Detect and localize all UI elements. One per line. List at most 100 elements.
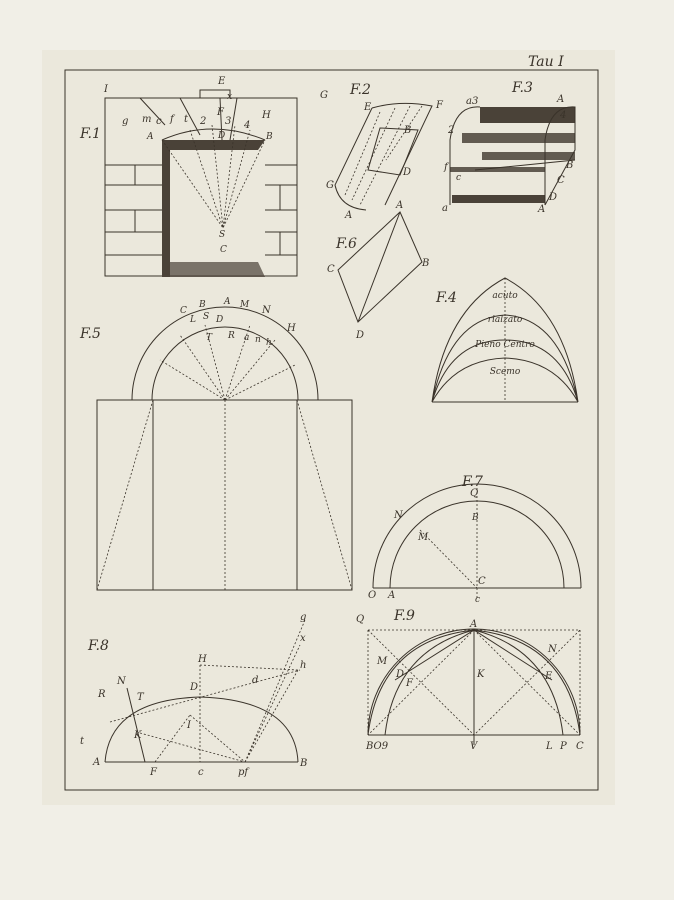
figure-label: acuto	[492, 291, 518, 301]
figure-label: c	[456, 173, 461, 183]
figure-label: 4	[243, 120, 250, 131]
figure-7: F.7 N M Q B C c O A	[368, 474, 582, 605]
figure-label: B	[265, 132, 273, 142]
figure-label: F.1	[79, 126, 101, 142]
figure-label: N	[393, 510, 404, 521]
figure-label: H	[261, 110, 271, 121]
figure-label: T	[206, 333, 213, 343]
figure-label: g	[300, 612, 306, 623]
figure-label: E	[544, 671, 553, 682]
figure-label: G	[320, 90, 328, 101]
figure-label: S	[219, 230, 225, 240]
figure-label: D	[189, 682, 198, 693]
figure-label: C	[557, 175, 565, 186]
figure-label: N	[116, 676, 127, 687]
figure-label: 4	[559, 110, 566, 121]
figure-label: B	[299, 758, 307, 769]
figure-label: A	[223, 297, 231, 307]
figure-label: D	[548, 192, 557, 203]
figure-label: P	[559, 741, 567, 752]
figure-label: M	[376, 656, 388, 667]
figure-label: g	[122, 116, 128, 127]
figure-label: B	[198, 300, 206, 310]
figure-label: D	[395, 669, 404, 680]
figure-label: N	[261, 305, 272, 316]
plate-title: Tau I	[528, 54, 564, 70]
figure-label: A	[387, 590, 395, 601]
figure-label: C	[327, 264, 335, 275]
figure-label: rialzato	[488, 315, 523, 325]
plate-paper	[42, 50, 615, 805]
figure-label: f	[443, 162, 450, 173]
figure-label: F.4	[435, 290, 457, 306]
figure-5: F.5 C B A M N H L S D T R a n h	[79, 297, 353, 591]
figure-label: F.8	[87, 638, 109, 654]
figure-label: F.9	[393, 608, 415, 624]
figure-label: Scemo	[490, 367, 521, 377]
figure-label: 2	[199, 116, 206, 127]
figure-label: t	[184, 114, 189, 125]
figure-label: C	[180, 306, 187, 316]
figure-label: a	[442, 203, 448, 214]
figure-label: H	[286, 323, 296, 334]
figure-label: K	[133, 730, 142, 741]
figure-6: F.6 A B C D	[327, 200, 429, 341]
figure-label: C	[478, 576, 486, 587]
figure-label: F	[405, 678, 414, 689]
figure-label: A	[537, 204, 545, 215]
figure-label: D	[215, 315, 223, 325]
figure-label: Q	[470, 488, 478, 499]
figure-label: F	[435, 100, 444, 111]
figure-label: V	[470, 741, 479, 752]
figure-label: F.7	[461, 474, 483, 490]
figure-label: G	[326, 180, 334, 191]
figure-label: O	[368, 590, 376, 601]
figure-2: F.2 E F B D G A	[326, 82, 444, 221]
figure-label: m	[142, 114, 151, 125]
figure-label: E	[217, 76, 226, 87]
figure-label: A	[556, 94, 564, 105]
figure-label: A	[92, 757, 100, 768]
figure-label: T	[137, 692, 145, 703]
figure-label: n	[255, 335, 261, 345]
figure-8: F.8 g x h H D d N R T I K t A F c pf B	[80, 612, 307, 778]
figure-label: a3	[466, 96, 478, 107]
figure-label: A	[395, 200, 403, 211]
figure-label: F.3	[511, 80, 533, 96]
figure-9: F.9 Q A M D F K N E BO9 V L P C	[356, 608, 584, 752]
figure-label: a	[244, 333, 249, 343]
figure-label: B	[565, 160, 573, 171]
figure-label: F.6	[335, 236, 357, 252]
figure-label: c	[475, 595, 480, 605]
figure-label: M	[417, 532, 429, 543]
figure-label: B	[403, 125, 411, 136]
figure-label: I	[103, 84, 109, 95]
figure-label: A	[146, 132, 154, 142]
figure-label: Q	[356, 614, 364, 625]
figure-label: R	[97, 689, 106, 700]
figure-label: B	[421, 258, 429, 269]
figure-label: M	[239, 300, 250, 310]
figure-label: A	[344, 210, 352, 221]
figure-label: d	[252, 675, 258, 686]
figure-label: F.2	[349, 82, 371, 98]
figure-label: E	[363, 102, 372, 113]
figure-label: F	[216, 107, 225, 118]
figure-4: F.4 acuto rialzato Pieno Centro Scemo	[431, 277, 579, 403]
figure-label: Pieno Centro	[474, 340, 535, 350]
figure-label: BO9	[365, 741, 389, 752]
figure-label: c	[198, 767, 204, 778]
figure-label: F	[149, 767, 158, 778]
figure-label: F.5	[79, 326, 101, 342]
figure-label: L	[189, 315, 196, 325]
figure-label: C	[220, 245, 227, 255]
figure-label: D	[402, 167, 411, 178]
figure-label: L	[545, 741, 553, 752]
figure-3: F.3 a3 A 4 2 B f c C D a A	[442, 80, 576, 215]
figure-label: h	[266, 338, 272, 348]
figure-label: x	[300, 633, 306, 644]
figure-label: t	[80, 736, 85, 747]
figure-label: S	[203, 312, 209, 322]
figure-label: H	[197, 654, 207, 665]
